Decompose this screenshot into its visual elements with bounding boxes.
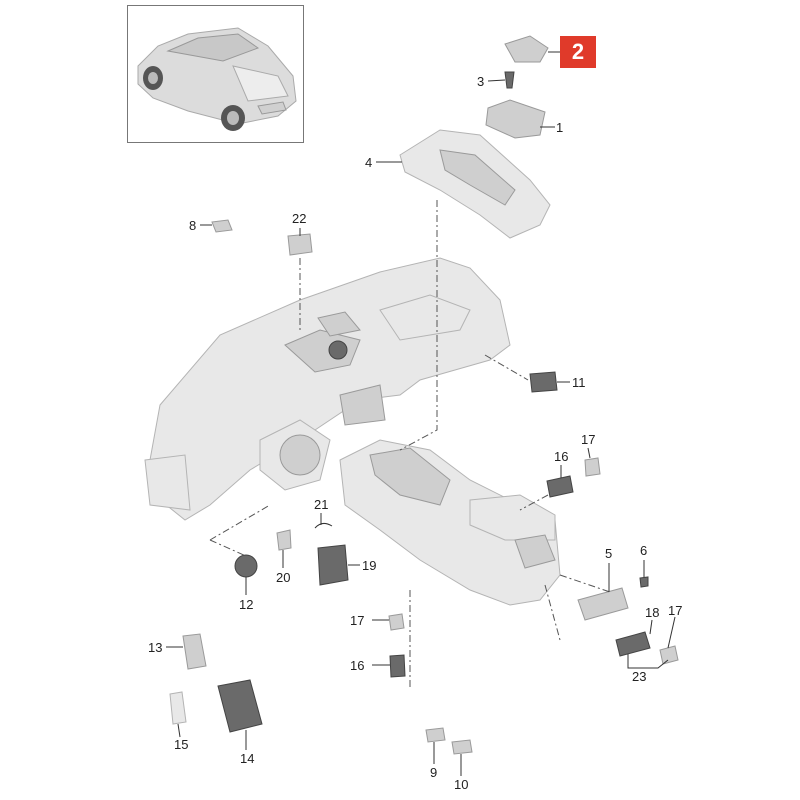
callout-21: 21 — [314, 497, 329, 512]
callout-18: 18 — [645, 605, 660, 620]
switch-part-10 — [451, 739, 473, 755]
cap-part-17-top — [584, 457, 601, 477]
switch-part-13 — [182, 633, 207, 670]
knob-part-12 — [234, 554, 258, 578]
socket-part-18 — [615, 631, 651, 657]
callout-5: 5 — [605, 546, 613, 561]
bracket-part-21 — [314, 522, 333, 529]
cover-part-15 — [169, 691, 187, 725]
connector-part-20 — [276, 529, 292, 551]
console-trim-insert — [439, 149, 516, 206]
callout-3: 3 — [477, 74, 485, 89]
callout-10: 10 — [454, 777, 469, 792]
callout-leaders — [166, 51, 676, 776]
cap-part-17-mid — [388, 613, 405, 631]
switch-panel-part — [485, 99, 546, 139]
callout-17-right: 17 — [668, 603, 683, 618]
callout-17-mid: 17 — [350, 613, 365, 628]
car-illustration — [137, 27, 297, 131]
callout-1: 1 — [556, 120, 564, 135]
callout-14: 14 — [240, 751, 255, 766]
vehicle-thumbnail — [127, 5, 304, 143]
switch-strip-part-5 — [577, 587, 629, 621]
bolt-part — [211, 219, 233, 233]
switch-part-11 — [529, 371, 558, 393]
callout-22: 22 — [292, 211, 307, 226]
screw-part-6 — [639, 576, 649, 588]
callout-23: 23 — [632, 669, 647, 684]
cap-part-17-right — [659, 645, 679, 665]
socket-part-16-mid — [389, 654, 406, 678]
trim-cover-part — [504, 35, 549, 63]
callout-6: 6 — [640, 543, 648, 558]
sensor-part — [287, 233, 313, 256]
switch-part-19 — [317, 544, 349, 586]
window-switch-panel-14 — [217, 679, 263, 733]
section-number-badge: 2 — [560, 36, 596, 68]
callout-4: 4 — [365, 155, 373, 170]
switch-part-9 — [425, 727, 446, 743]
callout-8: 8 — [189, 218, 197, 233]
assembly-guides — [209, 200, 611, 690]
callout-16-mid: 16 — [350, 658, 365, 673]
callout-9: 9 — [430, 765, 438, 780]
callout-19: 19 — [362, 558, 377, 573]
callout-17-top: 17 — [581, 432, 596, 447]
dashboard-assembly — [144, 257, 511, 521]
clip-part — [504, 71, 515, 89]
centre-console — [339, 439, 561, 606]
callout-16-top: 16 — [554, 449, 569, 464]
callout-15: 15 — [174, 737, 189, 752]
callout-20: 20 — [276, 570, 291, 585]
callout-11: 11 — [572, 375, 586, 390]
callout-12: 12 — [239, 597, 254, 612]
callout-13: 13 — [148, 640, 163, 655]
socket-part-16-top — [546, 475, 574, 498]
